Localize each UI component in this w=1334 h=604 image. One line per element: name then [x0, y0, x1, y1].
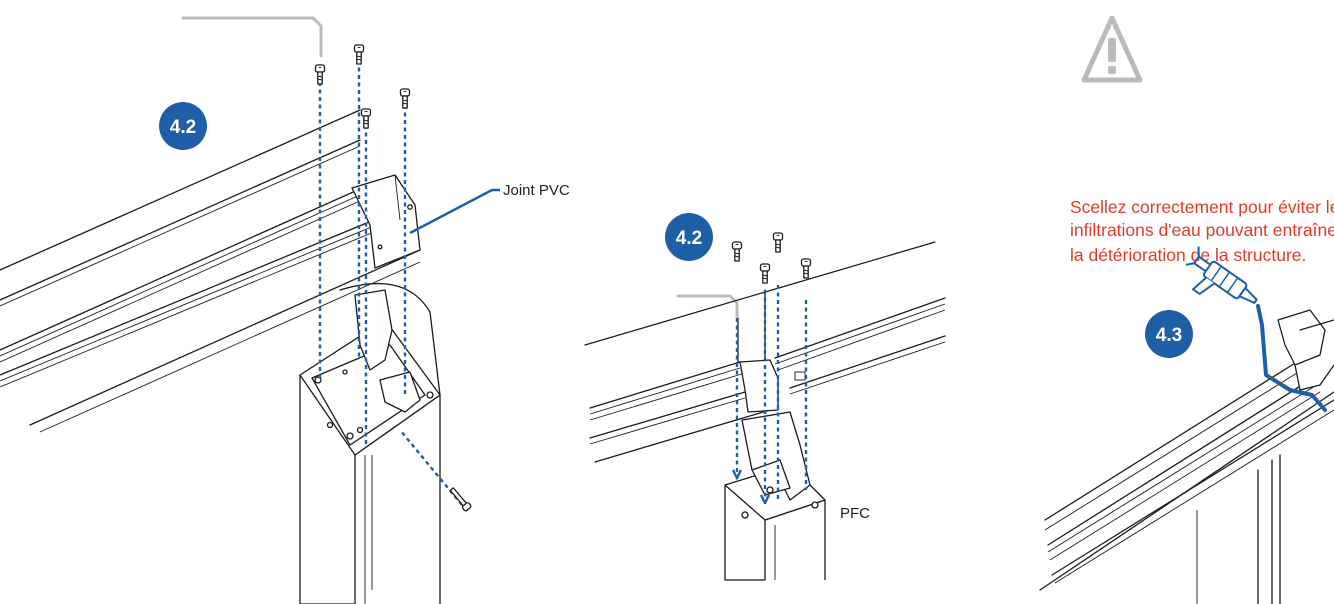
callout-line-joint-pvc	[409, 188, 500, 235]
post-left	[299, 283, 441, 604]
step-badge-label: 4.2	[676, 228, 702, 249]
step-badge-circle	[1145, 310, 1193, 358]
screws-panel-1	[314, 44, 472, 512]
panel-3-illustration: Scellez correctement pour éviter les inf…	[1039, 15, 1334, 604]
mid-gray-bracket	[676, 294, 739, 318]
callout-label-pfc: PFC	[840, 505, 870, 522]
svg-text:Scellez correctement pour évit: Scellez correctement pour éviter les	[1070, 197, 1334, 217]
rail-left	[0, 109, 421, 433]
warning-triangle-icon	[1081, 15, 1143, 83]
callout-label-joint-pvc: Joint PVC	[503, 182, 570, 199]
panel-2-illustration: PFC 4.2	[584, 213, 946, 581]
step-badge-circle	[159, 102, 207, 150]
sealant-gun-icon	[1185, 246, 1258, 305]
rail-right	[1039, 309, 1334, 604]
step-badge-label: 4.3	[1156, 325, 1182, 346]
svg-text:infiltrations d'eau pouvant en: infiltrations d'eau pouvant entraîner	[1070, 220, 1334, 240]
step-badge-circle	[665, 213, 713, 261]
sealant-bead	[1256, 304, 1327, 412]
step-badge-label: 4.2	[170, 117, 196, 138]
post-middle	[724, 411, 826, 581]
screws-panel-2	[731, 232, 812, 505]
panel-1-illustration: Joint PVC 4.2	[0, 16, 570, 604]
top-left-gray-bracket	[181, 16, 323, 58]
warning-text: Scellez correctement pour éviter les inf…	[1070, 197, 1334, 265]
rail-middle	[584, 241, 946, 463]
svg-text:la détérioration de la structu: la détérioration de la structure.	[1070, 245, 1306, 265]
